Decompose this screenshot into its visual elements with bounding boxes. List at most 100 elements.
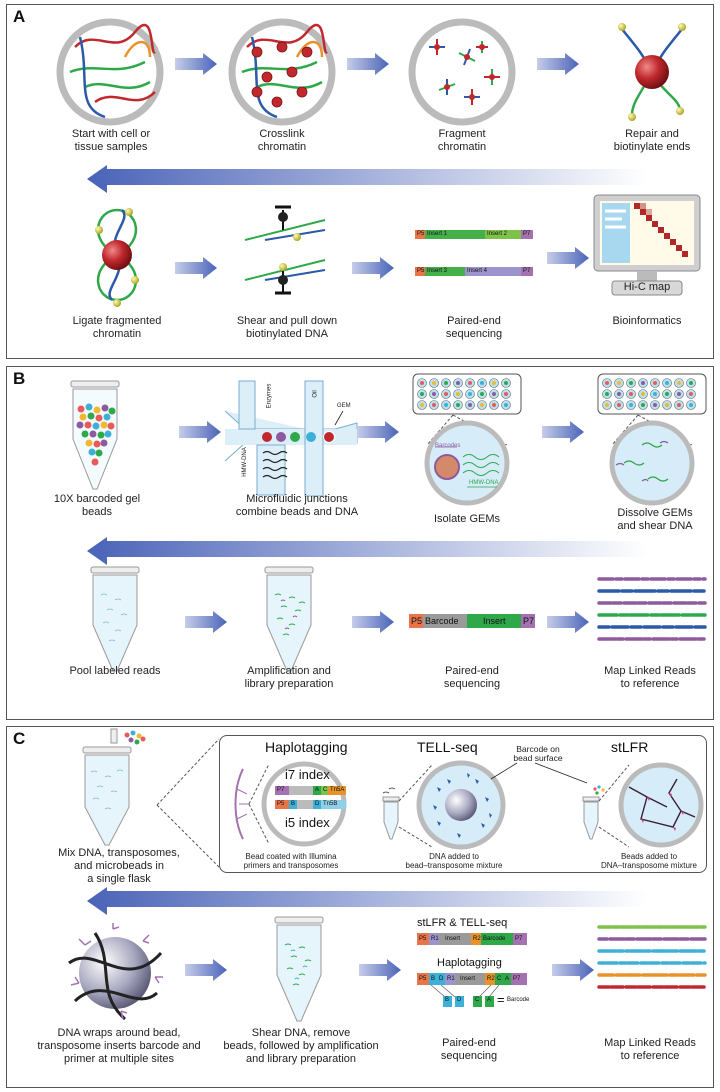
dashed-connector xyxy=(156,738,220,868)
step-caption: Pool labeled reads xyxy=(69,665,161,677)
bead-wrap-illustration xyxy=(68,923,163,1021)
haplotagging-read: P5 B D R1 Insert R2 C A P7 xyxy=(417,973,527,985)
arrow-right-icon xyxy=(185,611,227,633)
fragment-illustration xyxy=(408,18,516,126)
monitor-label: Hi-C map xyxy=(623,281,671,293)
legend-equals: = xyxy=(497,992,505,1007)
barcode-c-segment: C xyxy=(495,973,503,985)
tell-seq-title: TELL-seq xyxy=(417,739,478,755)
insert-segment: Insert xyxy=(455,973,485,985)
arrow-right-icon xyxy=(359,959,401,981)
pooled-tube-illustration xyxy=(90,566,140,672)
barcode-d-segment: D xyxy=(313,800,321,809)
stlfr-title: stLFR xyxy=(611,739,649,755)
barcode-legend-connector xyxy=(430,984,500,998)
insert-segment: Insert xyxy=(439,933,471,945)
dissolved-plate-illustration xyxy=(597,373,707,415)
barcode-legend: B D C A = Barcode xyxy=(443,992,553,1008)
tn5b-segment: Tn5B xyxy=(321,800,346,809)
bead-tube-illustration xyxy=(70,380,120,490)
p5-segment: P5 xyxy=(417,973,429,985)
enzymes-label: Enzymes xyxy=(266,383,273,409)
amplified-tube-illustration xyxy=(264,566,314,672)
step-caption: Isolate GEMs xyxy=(433,513,501,525)
stlfr-tell-seq-header: stLFR & TELL-seq xyxy=(417,917,508,929)
barcode-a-segment: A xyxy=(313,786,321,795)
barcode-b-segment: B xyxy=(289,800,297,809)
insert-segment: Insert 2 xyxy=(485,230,521,239)
arrow-right-icon xyxy=(179,421,221,443)
step-caption: DNA wraps around bead,transposome insert… xyxy=(37,1027,201,1065)
arrow-right-icon xyxy=(542,421,584,443)
gem-zoom-illustration xyxy=(424,414,510,506)
monitor-icon xyxy=(593,194,701,296)
pulldown-illustration xyxy=(244,205,326,295)
hmw-dna-label: HMW-DNA xyxy=(469,480,499,486)
p7-segment: P7 xyxy=(275,786,289,795)
legend-d: D xyxy=(455,996,464,1007)
methods-box xyxy=(219,735,707,873)
arrow-right-icon xyxy=(175,53,217,75)
insert-segment: Insert 3 xyxy=(425,267,465,276)
read-2: P5 Insert 3 Insert 4 P7 xyxy=(415,267,533,276)
arrow-right-icon xyxy=(357,421,399,443)
arrow-right-icon xyxy=(347,53,389,75)
r1-segment: R1 xyxy=(429,933,439,945)
arrow-right-icon xyxy=(552,959,594,981)
return-arrow-icon xyxy=(87,165,647,193)
haplotagging-title: Haplotagging xyxy=(265,739,348,755)
crosslink-illustration xyxy=(228,18,336,126)
tn5a-segment: Tn5A xyxy=(328,786,346,795)
return-arrow-icon xyxy=(87,537,647,565)
p5-segment: P5 xyxy=(415,267,425,276)
r2-segment: R2 xyxy=(485,973,495,985)
p7-segment: P7 xyxy=(521,230,533,239)
insert-segment: Insert 1 xyxy=(425,230,485,239)
legend-a: A xyxy=(485,996,494,1007)
panel-c: C Mix DNA, transposomes,and microbeads i… xyxy=(6,726,714,1088)
barcode-c-segment: C xyxy=(321,786,328,795)
linked-reads-illustration xyxy=(597,577,707,641)
arrow-right-icon xyxy=(547,247,589,269)
insert-segment: Insert xyxy=(467,614,521,628)
panel-label: A xyxy=(13,7,26,26)
return-arrow-icon xyxy=(87,887,647,915)
p7-segment: P7 xyxy=(513,933,527,945)
p5-segment: P5 xyxy=(415,230,425,239)
r2-segment: R2 xyxy=(471,933,481,945)
barcode-note-pointer xyxy=(490,762,588,784)
panel-a: A xyxy=(6,4,714,359)
barcode-a-segment: A xyxy=(503,973,511,985)
dissolved-zoom-illustration xyxy=(609,414,695,506)
arrow-right-icon xyxy=(185,959,227,981)
arrow-right-icon xyxy=(175,257,217,279)
panel-label: C xyxy=(13,729,26,748)
haplotag-row-1: P7 A C Tn5A xyxy=(275,786,346,795)
sheared-tube-illustration xyxy=(274,916,324,1022)
barcode-d-segment: D xyxy=(437,973,445,985)
stlfr-read: P5 R1 Insert R2 Barcode P7 xyxy=(417,933,527,945)
stlfr-illustration xyxy=(582,762,704,848)
p7-segment: P7 xyxy=(521,614,535,628)
barcode-segment: Barcode xyxy=(481,933,513,945)
legend-c: C xyxy=(473,996,482,1007)
ligate-illustration xyxy=(95,208,139,307)
i7-index-label: i7 index xyxy=(285,767,330,782)
